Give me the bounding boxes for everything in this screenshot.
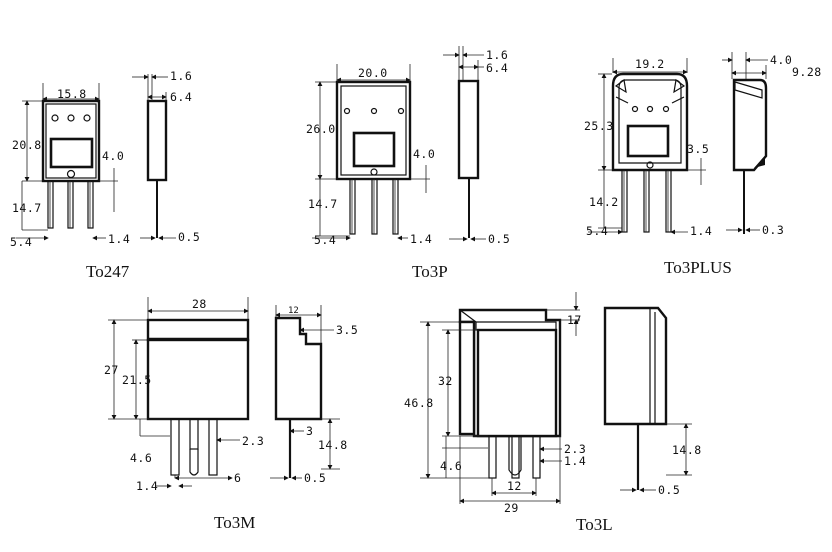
to3m-caption: To3M [214,513,255,532]
to3plus-height-label: 25.3 [584,119,614,133]
to3m-body-height-label: 21.5 [122,373,152,387]
to3plus-caption: To3PLUS [664,258,732,277]
to247-pin-width-label: 1.4 [108,232,130,246]
package-to247: 15.8 20.8 14.7 5.4 1.4 4.0 1.6 [10,69,200,281]
to3plus-front-view [611,72,689,233]
to3m-dimensions: 28 27 21.5 4.6 2.3 1.4 6 [104,297,264,493]
to3l-span-label: 12 [507,479,522,493]
to3p-lead-label: 14.7 [308,197,338,211]
to3plus-dimensions: 19.2 25.3 14.2 5.4 1.4 3.5 [584,57,712,238]
to3m-pin-offset-label: 4.6 [130,451,152,465]
to3p-caption: To3P [412,262,448,281]
to3plus-side-view: 4.0 9.28 0.3 [722,52,822,237]
to3p-side-view: 1.6 6.4 0.5 [443,46,510,246]
to3m-side-view: 12 3.5 3 14.8 0.5 [270,305,358,485]
to3l-front-view [458,308,562,479]
to247-thick-top-label: 1.6 [170,69,192,83]
to3p-front-view [335,80,412,235]
to3m-width-label: 28 [192,297,207,311]
to3l-lead-label: 14.8 [672,443,702,457]
to3plus-thick-body-label: 9.28 [792,65,822,79]
to247-thick-body-label: 6.4 [170,90,192,104]
package-to3p: 20.0 26.0 14.7 5.4 1.4 4.0 1.6 [306,46,510,281]
to3plus-lead-label: 14.2 [589,195,619,209]
to3m-pin-gap-label: 2.3 [242,434,264,448]
to3l-pin-width-label: 1.4 [564,454,586,468]
to3plus-width-label: 19.2 [635,57,665,71]
to247-height-label: 20.8 [12,138,42,152]
to3l-dimensions: 17 46.8 32 4.6 2.3 1.4 12 29 [404,292,586,515]
package-to3plus: 19.2 25.3 14.2 5.4 1.4 3.5 [584,52,822,277]
to3m-pitch-label: 6 [234,471,241,485]
to3l-body-height-label: 32 [438,374,453,388]
to3l-tab-label: 17 [567,313,582,327]
to247-pitch-label: 5.4 [10,235,32,249]
to3l-lead-thickness-label: 0.5 [658,483,680,497]
package-to3m: 28 27 21.5 4.6 2.3 1.4 6 12 [104,297,358,532]
to247-caption: To247 [86,262,130,281]
to3p-width-label: 20.0 [358,66,388,80]
to247-lead-thickness-label: 0.5 [178,230,200,244]
to3m-front-view [146,318,250,478]
to3l-pin-gap-label: 2.3 [564,442,586,456]
to3l-width-label: 29 [504,501,519,515]
to247-dimensions: 15.8 20.8 14.7 5.4 1.4 4.0 [10,83,130,249]
to3m-pin-width-label: 1.4 [136,479,158,493]
to3l-height-label: 46.8 [404,396,434,410]
to247-pin-offset-label: 4.0 [102,149,124,163]
to247-lead-label: 14.7 [12,201,42,215]
to3plus-pin-width-label: 1.4 [690,224,712,238]
package-to3l: 17 46.8 32 4.6 2.3 1.4 12 29 [404,292,702,534]
to247-side-view: 1.6 6.4 0.5 [132,69,200,244]
to3plus-lead-thickness-label: 0.3 [762,223,784,237]
to3m-lead-label: 14.8 [318,438,348,452]
to3p-dimensions: 20.0 26.0 14.7 5.4 1.4 4.0 [306,64,435,247]
to3l-caption: To3L [576,515,613,534]
to3m-side-width-label: 12 [288,306,299,316]
to3l-pin-offset-label: 4.6 [440,459,462,473]
to3l-side-view: 14.8 0.5 [603,306,702,497]
to3plus-pin-offset-label: 3.5 [687,142,709,156]
to3plus-thick-top-label: 4.0 [770,53,792,67]
to3p-thick-top-label: 1.6 [486,48,508,62]
to247-width-label: 15.8 [57,87,87,101]
to3m-height-label: 27 [104,363,119,377]
to3m-lead-thickness-label: 0.5 [304,471,326,485]
to3m-pin-thickness-label: 3 [306,424,313,438]
to3p-pin-offset-label: 4.0 [413,147,435,161]
to3p-pitch-label: 5.4 [314,233,336,247]
to3p-thick-body-label: 6.4 [486,61,508,75]
to3p-pin-width-label: 1.4 [410,232,432,246]
to3p-lead-thickness-label: 0.5 [488,232,510,246]
to3p-height-label: 26.0 [306,122,336,136]
to3m-step-label: 3.5 [336,323,358,337]
to247-front-view [41,99,101,229]
to3plus-pitch-label: 5.4 [586,224,608,238]
